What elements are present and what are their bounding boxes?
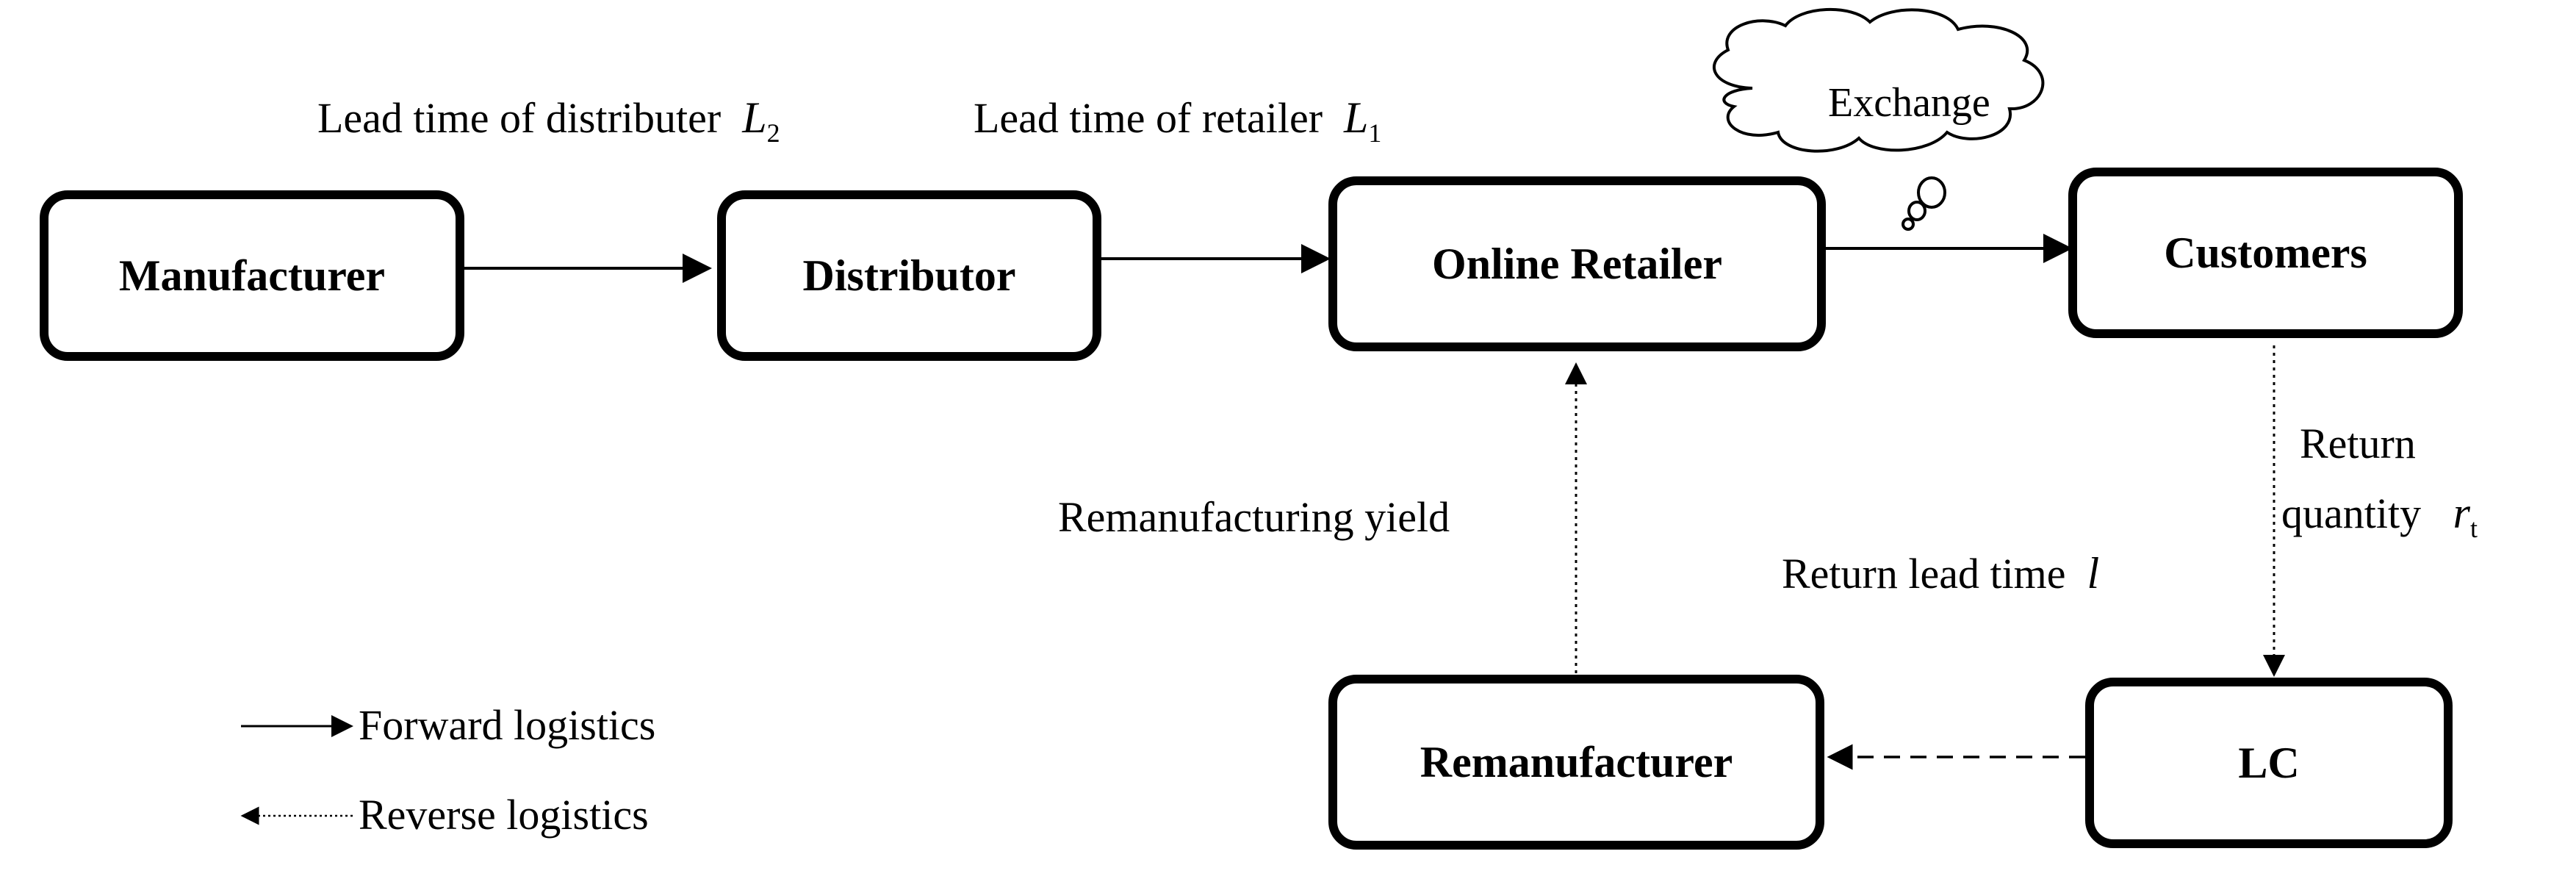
online-retailer-label: Online Retailer — [1432, 239, 1722, 288]
distributor-node: Distributor — [717, 190, 1101, 361]
return-lead-time-symbol: l — [2087, 549, 2100, 598]
lead-time-distributer-label: Lead time of distributer L2 — [317, 96, 780, 146]
legend-reverse-label: Reverse logistics — [359, 791, 649, 839]
lead-time-retailer-text: Lead time of retailer — [974, 94, 1323, 142]
exchange-label: Exchange — [1828, 80, 1990, 126]
lc-node: LC — [2085, 678, 2453, 848]
return-text: Return — [2300, 420, 2416, 467]
lc-label: LC — [2238, 738, 2300, 787]
customers-node: Customers — [2068, 168, 2463, 338]
exchange-cloud — [1713, 8, 2045, 231]
return-lead-time-text: Return lead time — [1782, 550, 2066, 598]
customers-label: Customers — [2164, 228, 2367, 277]
manufacturer-node: Manufacturer — [40, 190, 464, 361]
manufacturer-label: Manufacturer — [118, 251, 386, 300]
return-quantity-symbol: rt — [2453, 489, 2478, 543]
remanufacturer-node: Remanufacturer — [1328, 675, 1824, 850]
lead-time-retailer-label: Lead time of retailer L1 — [974, 96, 1381, 146]
return-quantity-label-line1: Return — [2300, 423, 2416, 465]
quantity-text: quantity — [2281, 489, 2422, 537]
lead-time-distributer-text: Lead time of distributer — [317, 94, 722, 142]
return-quantity-label-line2: quantity rt — [2281, 491, 2478, 542]
remanufacturer-label: Remanufacturer — [1420, 737, 1733, 786]
lead-time-distributer-symbol: L2 — [742, 93, 780, 148]
remanufacturing-yield-label: Remanufacturing yield — [1058, 493, 1450, 541]
legend-forward-label: Forward logistics — [359, 701, 656, 749]
online-retailer-node: Online Retailer — [1328, 176, 1826, 351]
distributor-label: Distributor — [802, 251, 1016, 300]
lead-time-retailer-symbol: L1 — [1344, 93, 1382, 148]
return-lead-time-label: Return lead time l — [1782, 551, 2099, 595]
